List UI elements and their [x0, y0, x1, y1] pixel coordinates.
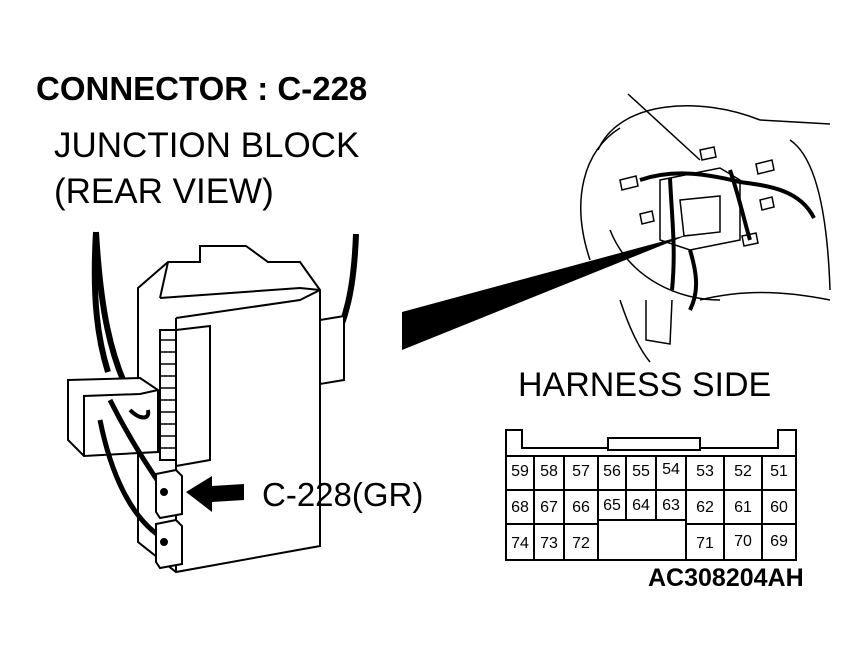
pin-57: 57 [572, 463, 590, 480]
pin-64: 64 [632, 497, 650, 514]
connector-title: CONNECTOR : C-228 [36, 70, 368, 107]
pin-55: 55 [632, 463, 650, 480]
pin-52: 52 [734, 463, 752, 480]
pin-60: 60 [770, 499, 788, 516]
pin-54: 54 [662, 461, 680, 478]
pin-63: 63 [662, 497, 680, 514]
pin-labels: 59 58 57 56 55 54 53 52 51 68 67 66 65 6… [511, 461, 788, 552]
pin-51: 51 [770, 463, 788, 480]
pin-72: 72 [572, 535, 590, 552]
c228-arrow [186, 476, 244, 512]
pin-62: 62 [696, 499, 714, 516]
pin-74: 74 [511, 535, 529, 552]
pin-68: 68 [511, 499, 529, 516]
pin-56: 56 [603, 463, 621, 480]
harness-side-label: HARNESS SIDE [518, 366, 772, 404]
reference-code: AC308204AH [648, 564, 804, 592]
pin-70: 70 [734, 533, 752, 550]
pin-66: 66 [572, 499, 590, 516]
pin-61: 61 [734, 499, 752, 516]
pin-71: 71 [696, 535, 714, 552]
pin-73: 73 [540, 535, 558, 552]
pin-58: 58 [540, 463, 558, 480]
connector-face [505, 429, 797, 561]
pin-59: 59 [511, 463, 529, 480]
vehicle-harness-wires [639, 169, 816, 311]
rear-view-label: (REAR VIEW) [54, 172, 274, 211]
vehicle-location-sketch [580, 93, 831, 363]
junction-block-illustration [67, 231, 359, 574]
pin-53: 53 [696, 463, 714, 480]
junction-block-label: JUNCTION BLOCK [54, 126, 360, 165]
pin-67: 67 [540, 499, 558, 516]
pin-65: 65 [603, 497, 621, 514]
location-pointer-wedge [402, 234, 690, 350]
pin-69: 69 [770, 533, 788, 550]
c228-callout-label: C-228(GR) [262, 476, 424, 513]
